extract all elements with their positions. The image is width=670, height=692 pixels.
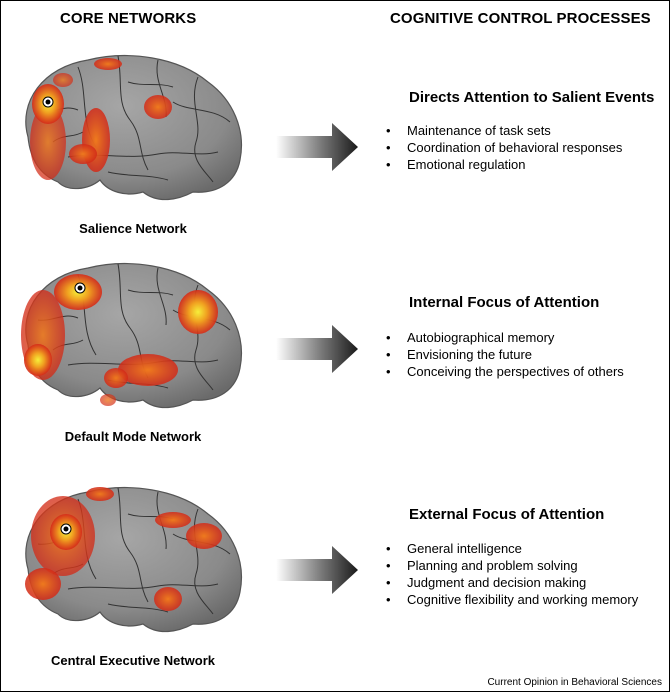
- list-item: Conceiving the perspectives of others: [386, 363, 624, 380]
- default-mode-network-label: Default Mode Network: [64, 429, 202, 444]
- list-item: Autobiographical memory: [386, 329, 624, 346]
- salience-process-title: Directs Attention to Salient Events: [409, 89, 655, 106]
- list-item: Emotional regulation: [386, 156, 622, 173]
- cognitive-control-header: COGNITIVE CONTROL PROCESSES: [390, 10, 651, 27]
- default-mode-process-title: Internal Focus of Attention: [409, 294, 600, 311]
- list-item: Cognitive flexibility and working memory: [386, 591, 638, 608]
- salience-process-list: Maintenance of task sets Coordination of…: [386, 122, 622, 173]
- default-mode-arrow-icon: [276, 325, 358, 373]
- list-item: Coordination of behavioral responses: [386, 139, 622, 156]
- list-item: Judgment and decision making: [386, 574, 638, 591]
- list-item: Envisioning the future: [386, 346, 624, 363]
- central-executive-network-label: Central Executive Network: [50, 653, 215, 668]
- salience-arrow-icon: [276, 123, 358, 171]
- salience-brain-map: [8, 42, 248, 212]
- default-mode-process-list: Autobiographical memory Envisioning the …: [386, 329, 624, 380]
- core-networks-header: CORE NETWORKS: [60, 10, 197, 27]
- default-mode-brain-map: [21, 250, 248, 420]
- list-item: Planning and problem solving: [386, 557, 638, 574]
- central-executive-process-list: General intelligence Planning and proble…: [386, 540, 638, 608]
- central-executive-process-title: External Focus of Attention: [409, 506, 605, 523]
- list-item: Maintenance of task sets: [386, 122, 622, 139]
- central-executive-brain-map: [25, 487, 248, 644]
- salience-network-label: Salience Network: [79, 221, 187, 236]
- list-item: General intelligence: [386, 540, 638, 557]
- central-executive-arrow-icon: [276, 546, 358, 594]
- journal-credit: Current Opinion in Behavioral Sciences: [487, 677, 662, 688]
